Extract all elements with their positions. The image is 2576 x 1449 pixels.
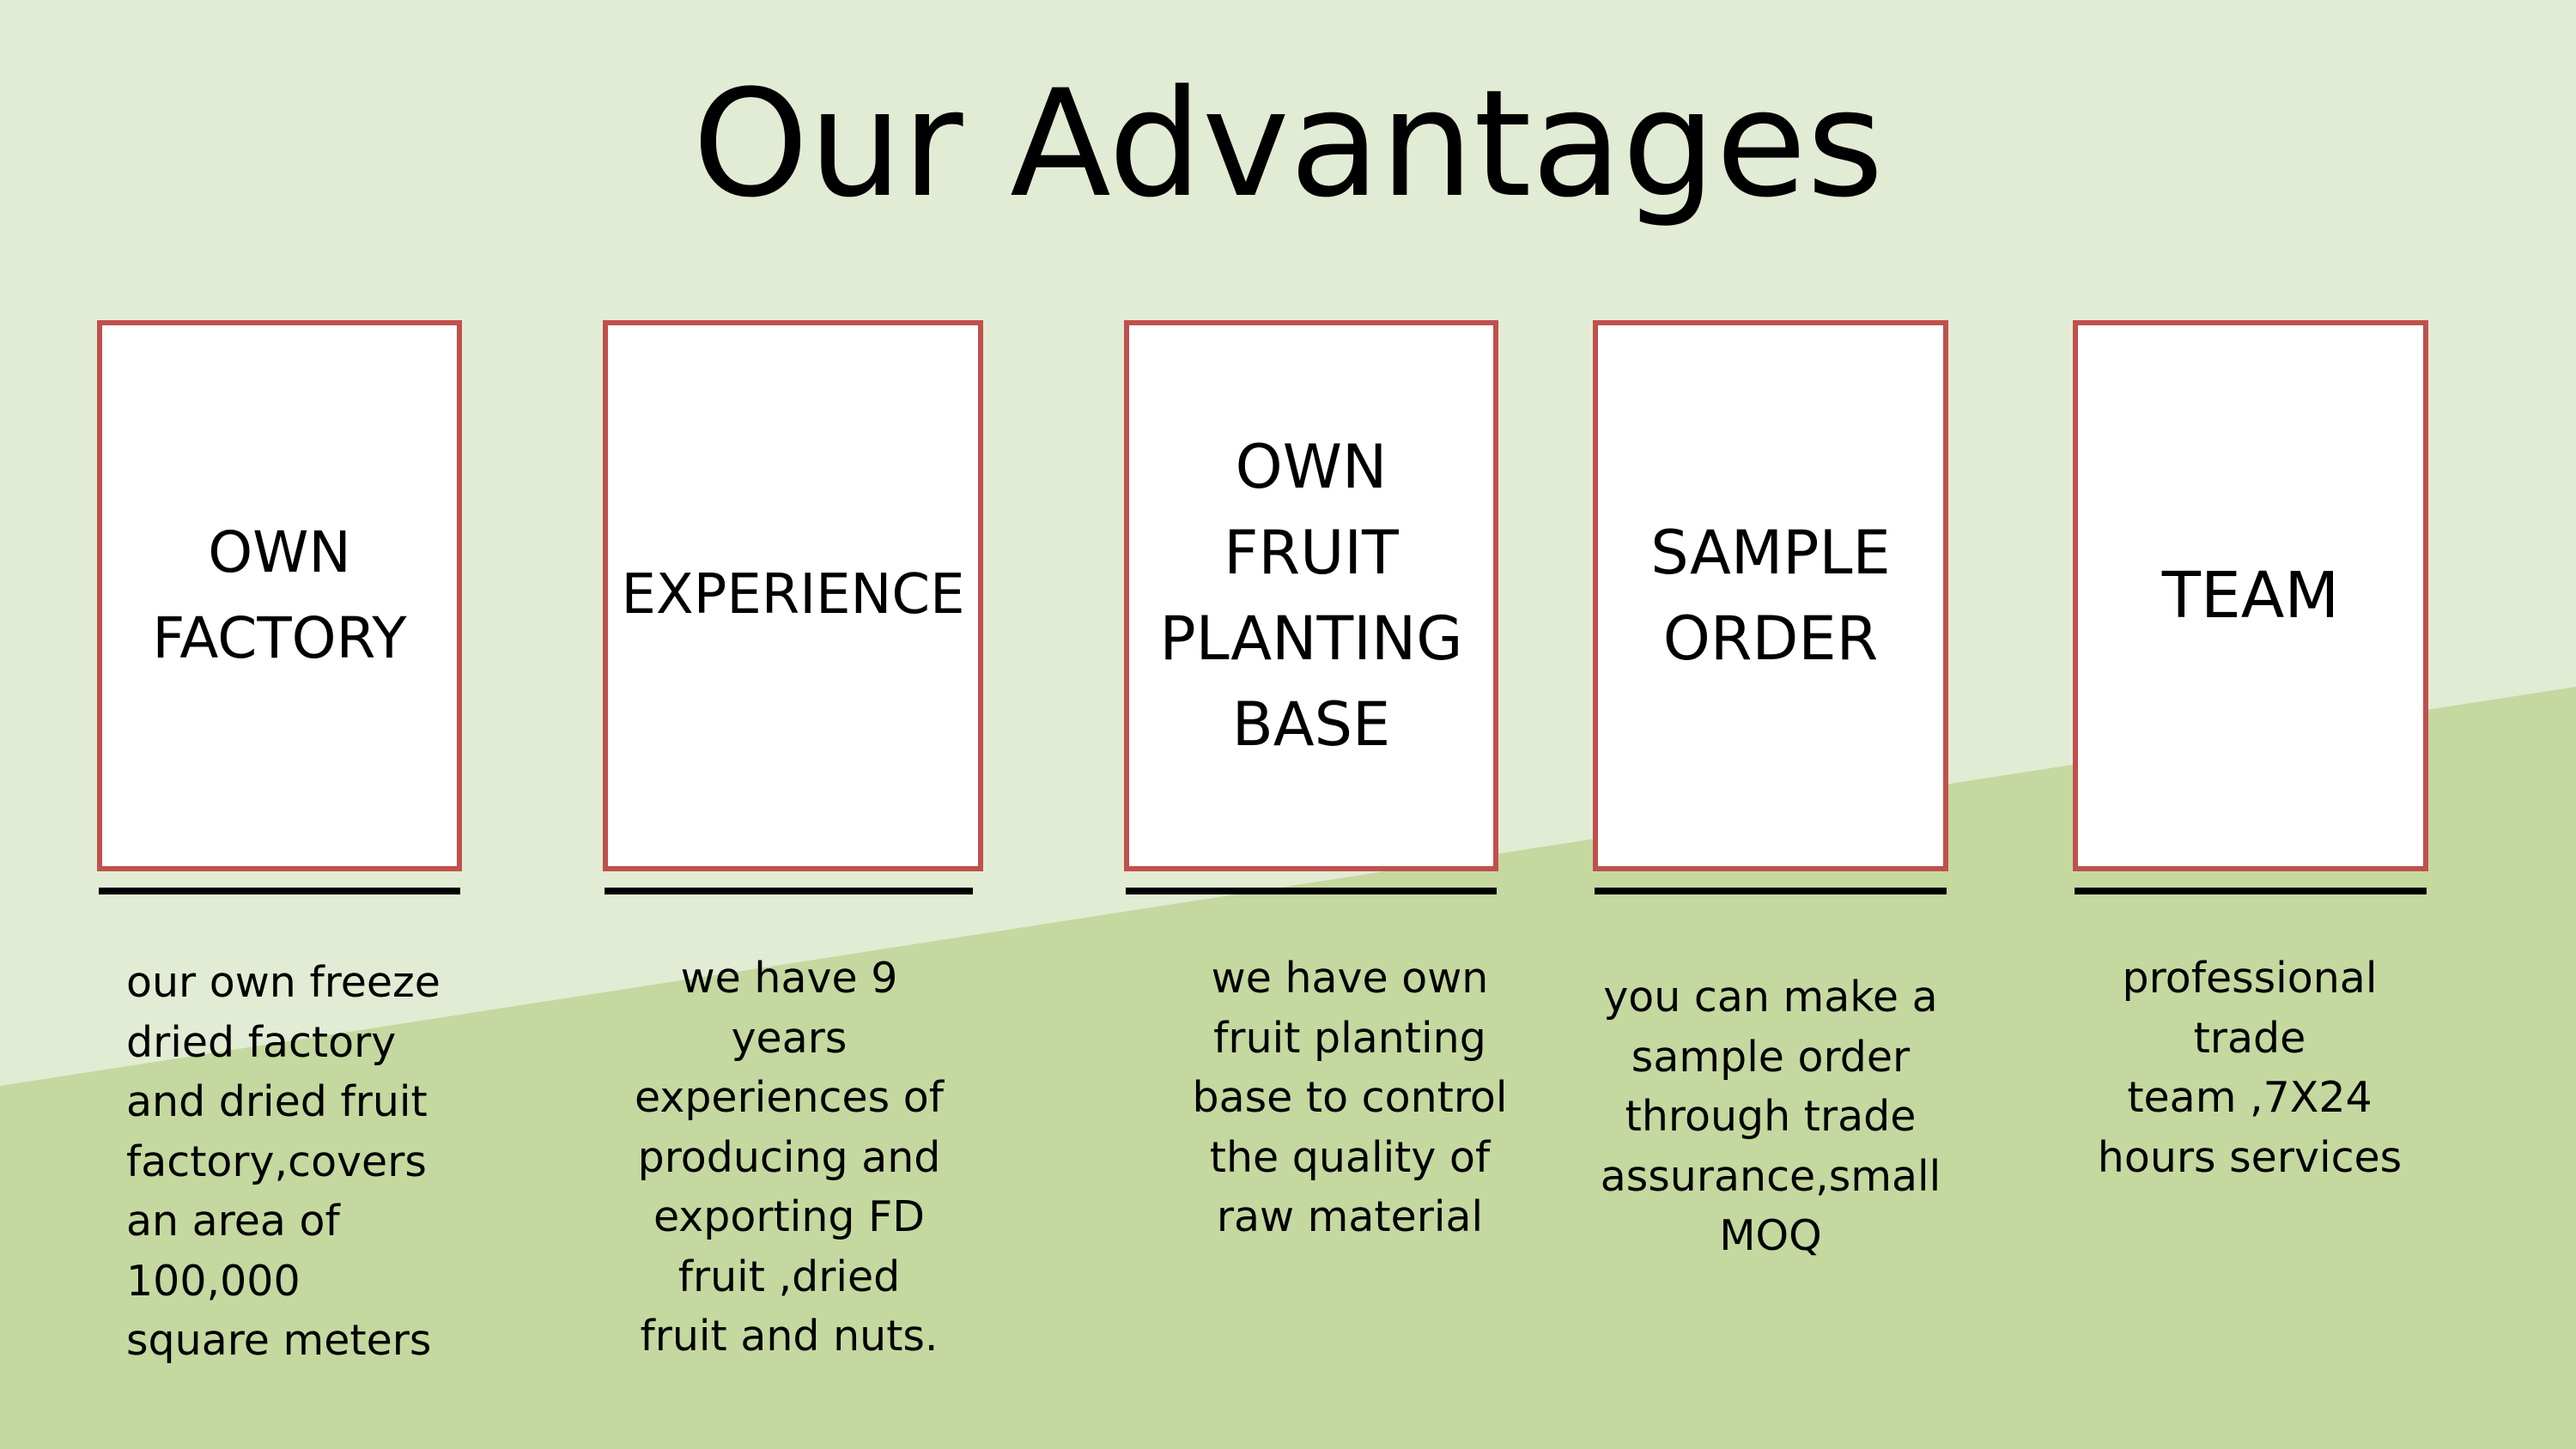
advantage-description: we have own fruit planting base to contr… bbox=[1192, 954, 1508, 1242]
advantage-underline bbox=[605, 888, 973, 894]
advantage-card-team: TEAM bbox=[2073, 320, 2428, 871]
advantage-description: professional trade team ,7X24 hours serv… bbox=[2097, 954, 2403, 1182]
background-green-wedge bbox=[0, 687, 2576, 1449]
advantage-card-label: OWN FACTORY bbox=[152, 518, 407, 671]
advantage-underline bbox=[99, 888, 460, 894]
advantage-underline bbox=[1126, 888, 1497, 894]
advantage-card-label: SAMPLE ORDER bbox=[1650, 517, 1891, 674]
page-title: Our Advantages bbox=[692, 58, 1884, 230]
advantage-card-sample-order: SAMPLE ORDER bbox=[1593, 320, 1948, 871]
advantage-description: we have 9 years experiences of producing… bbox=[635, 954, 944, 1361]
advantage-card-label: OWN FRUIT PLANTING BASE bbox=[1159, 431, 1463, 761]
advantage-underline bbox=[2075, 888, 2427, 894]
advantage-description: our own freeze dried factory and dried f… bbox=[126, 958, 440, 1366]
advantage-card-label: TEAM bbox=[2161, 558, 2340, 633]
advantage-card-own-factory: OWN FACTORY bbox=[97, 320, 462, 871]
advantage-underline bbox=[1595, 888, 1947, 894]
advantage-card-label: EXPERIENCE bbox=[621, 563, 965, 627]
advantage-card-own-fruit-planting-base: OWN FRUIT PLANTING BASE bbox=[1124, 320, 1498, 871]
advantage-card-experience: EXPERIENCE bbox=[603, 320, 983, 871]
advantage-description: you can make a sample order through trad… bbox=[1600, 973, 1941, 1261]
